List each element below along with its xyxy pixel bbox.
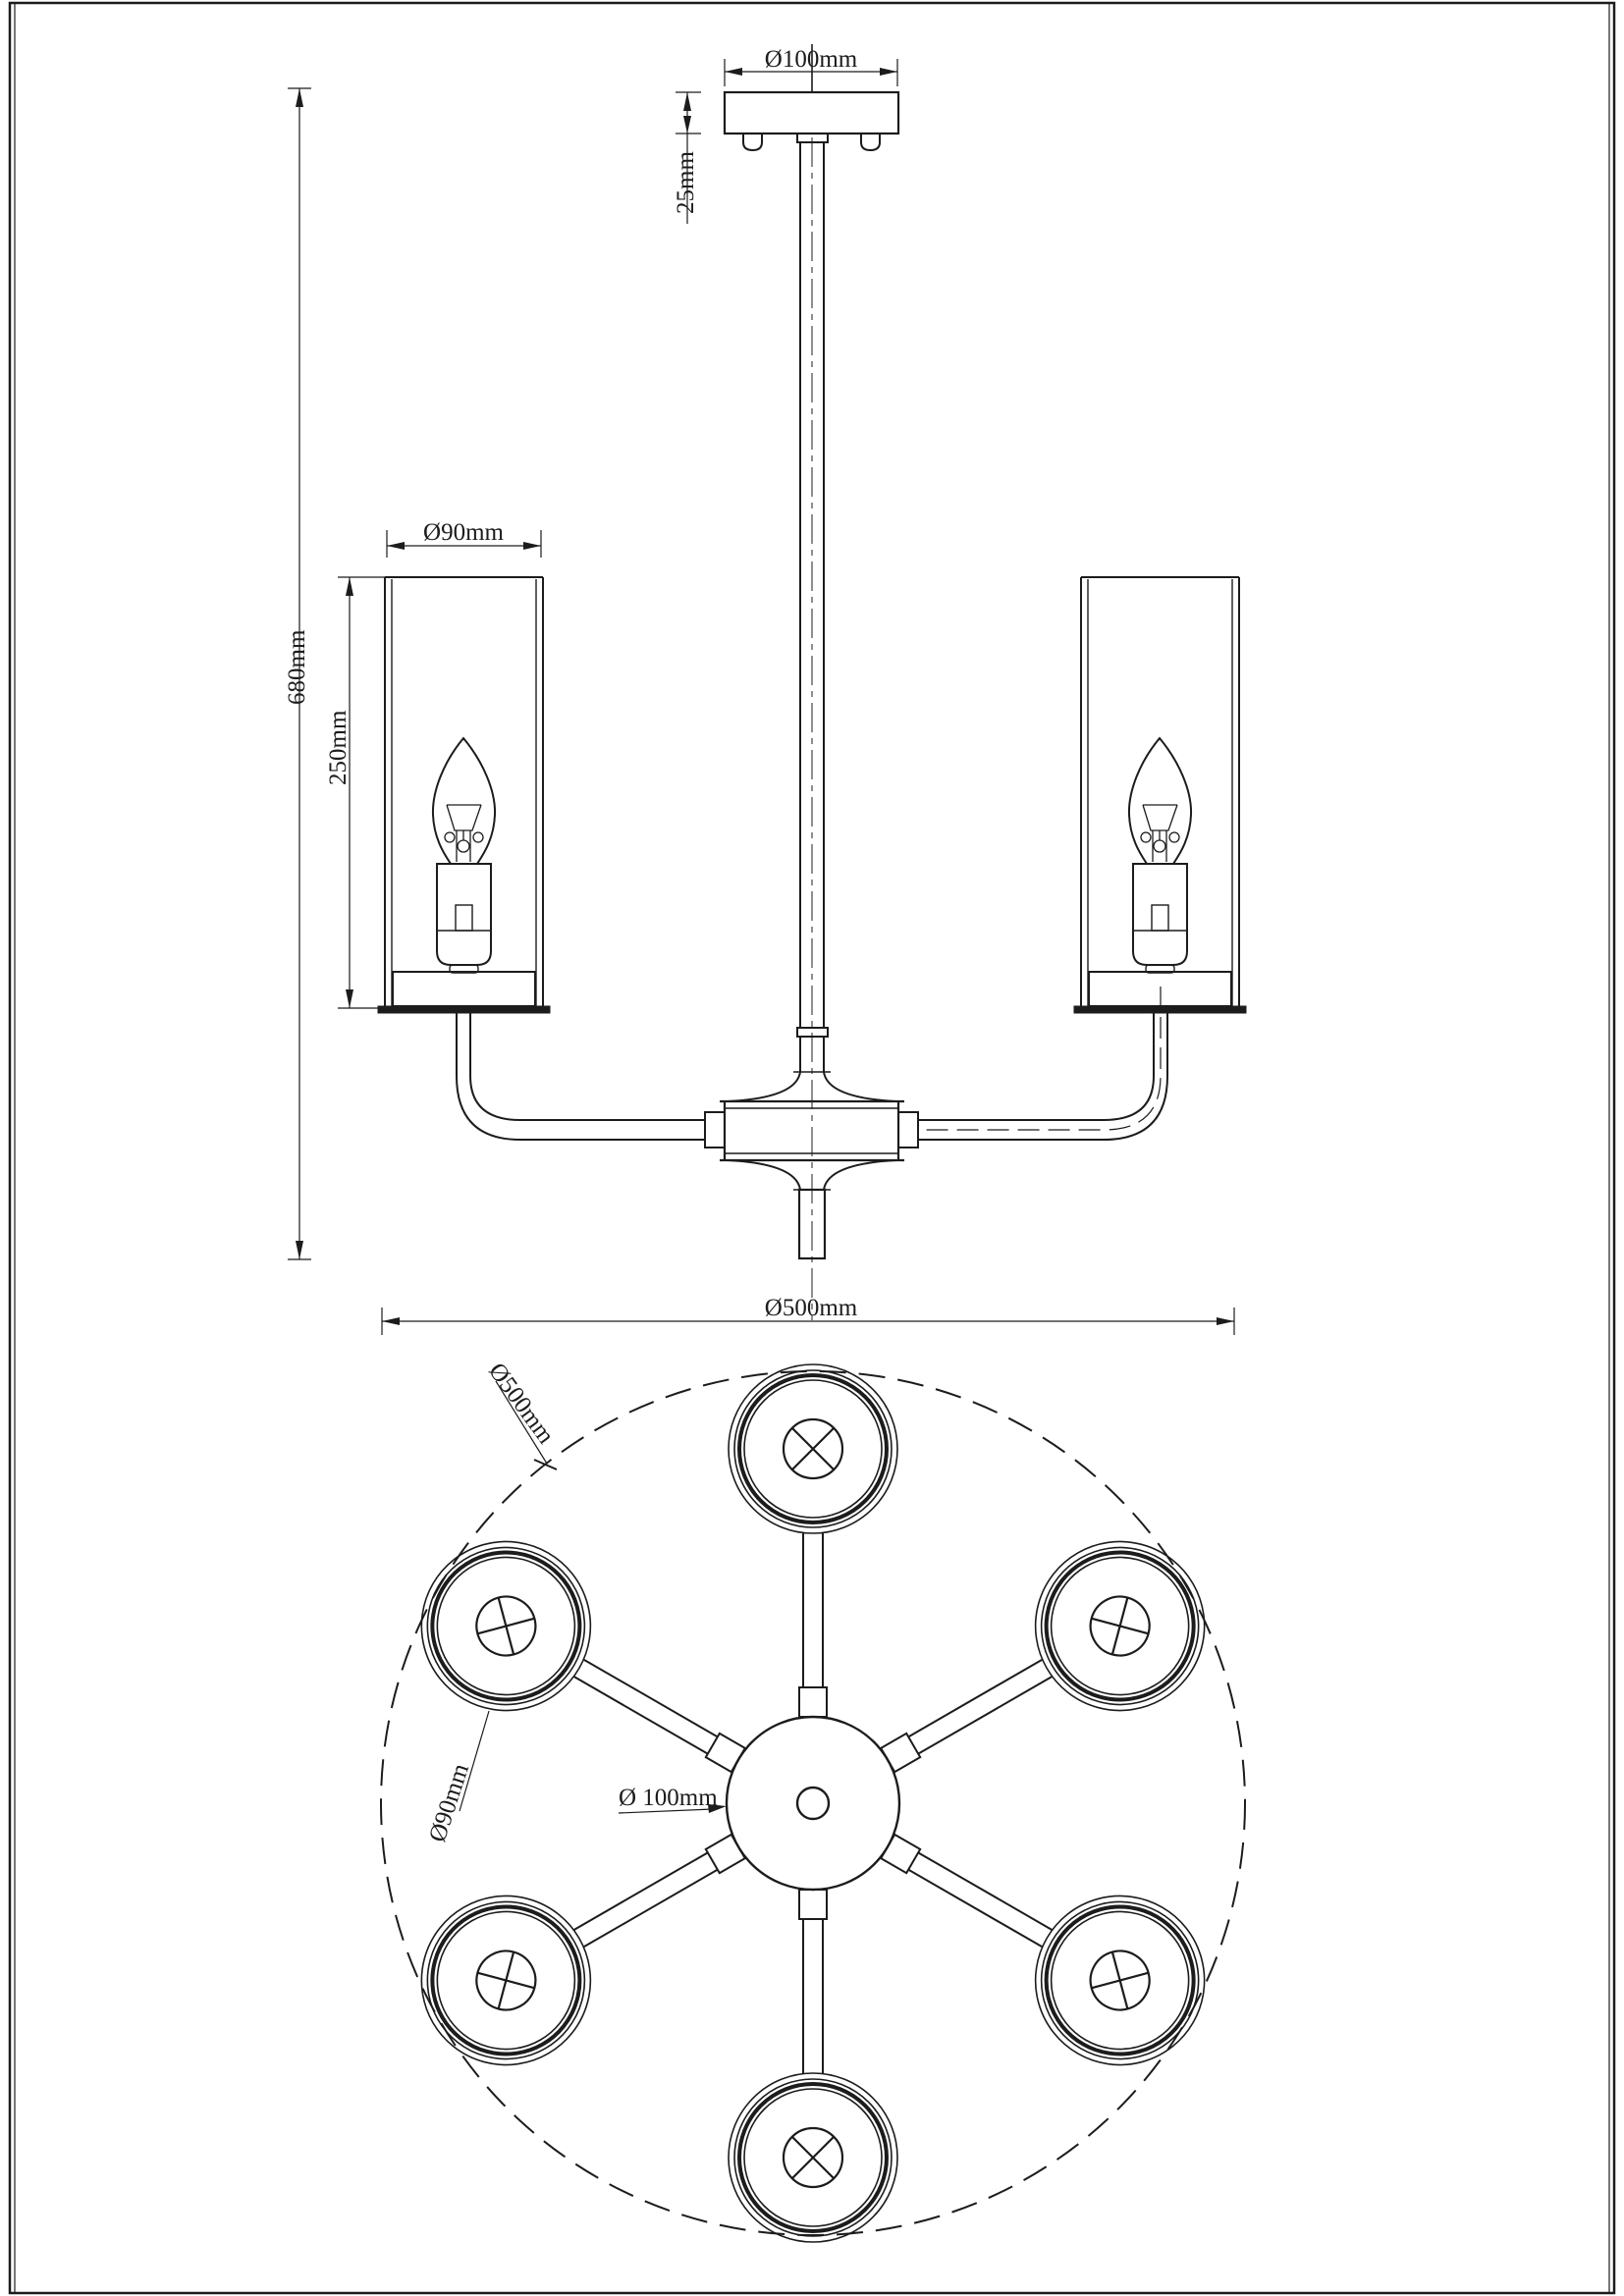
- bulb-filament: [444, 804, 484, 862]
- plan-arm-shade-unit: [728, 1363, 898, 1718]
- hub-center-hole: [795, 1786, 831, 1821]
- dim-canopy-height: 25mm: [673, 91, 701, 224]
- plan-fixture-diameter-label: Ø500mm: [483, 1359, 560, 1450]
- arm-center-dash-line: [918, 987, 1162, 1131]
- plan-arm-shade-unit: [843, 1509, 1238, 1836]
- candle-bulb: [431, 736, 497, 865]
- front-elevation-view: Ø100mm 25mm 680mm 250mm: [284, 44, 1247, 1335]
- rod-coupler: [796, 1027, 829, 1038]
- plan-dim-fixture-diameter: Ø500mm: [483, 1359, 560, 1470]
- plan-dim-hub-diameter: Ø 100mm: [618, 1785, 727, 1814]
- dim-overall-height: 680mm: [284, 87, 311, 1260]
- lamp-position-icon: [782, 1417, 844, 1480]
- plan-arm-shade-unit: [727, 1888, 899, 2244]
- suspension-rod: [796, 142, 829, 1072]
- plan-arm-shade-unit: [843, 1771, 1238, 2098]
- plan-hub-diameter-label: Ø 100mm: [619, 1785, 718, 1811]
- shade-diameter-label: Ø90mm: [423, 519, 505, 546]
- lamp-socket: [436, 863, 492, 966]
- hub-circle: [725, 1715, 901, 1892]
- dim-shade-height: 250mm: [325, 576, 385, 1009]
- plan-shade-diameter-label: Ø90mm: [424, 1760, 474, 1845]
- socket-base: [392, 971, 536, 1007]
- central-hub: [704, 1071, 919, 1260]
- socket-nub: [449, 964, 479, 974]
- overall-height-label: 680mm: [284, 629, 310, 705]
- arm-collar: [798, 1686, 828, 1718]
- shade-base-plate: [377, 1005, 551, 1014]
- fixture-diameter-label: Ø500mm: [765, 1295, 858, 1321]
- canopy-screw-tab: [860, 133, 881, 152]
- overall-diameter-dashed-circle: [380, 1370, 1246, 2236]
- canopy-height-label: 25mm: [673, 151, 699, 214]
- rod-coupler: [796, 133, 829, 143]
- shade-height-label: 250mm: [325, 710, 352, 785]
- plan-view: Ø500mm Ø90mm Ø 100mm: [380, 1359, 1246, 2244]
- canopy-diameter-label: Ø100mm: [765, 46, 858, 73]
- cylinder-shade-with-bulb: [377, 576, 551, 1014]
- left-arm: [456, 1012, 705, 1141]
- arm-socket-block: [704, 1111, 726, 1148]
- canopy-screw-tab: [742, 133, 763, 152]
- bottom-finial-stem: [797, 1188, 827, 1260]
- dim-shade-diameter: Ø90mm: [386, 519, 542, 558]
- arm-socket-block: [897, 1111, 919, 1148]
- cylinder-shade-with-bulb: [1073, 576, 1247, 1014]
- socket-window: [455, 904, 473, 932]
- ceiling-canopy: [723, 90, 900, 152]
- dim-canopy-diameter: Ø100mm: [724, 46, 898, 86]
- dim-fixture-diameter: Ø500mm: [381, 1295, 1235, 1335]
- right-arm: [918, 987, 1168, 1141]
- sheet-border: [8, 1, 1616, 2295]
- plan-dim-shade-diameter: Ø90mm: [424, 1710, 490, 1845]
